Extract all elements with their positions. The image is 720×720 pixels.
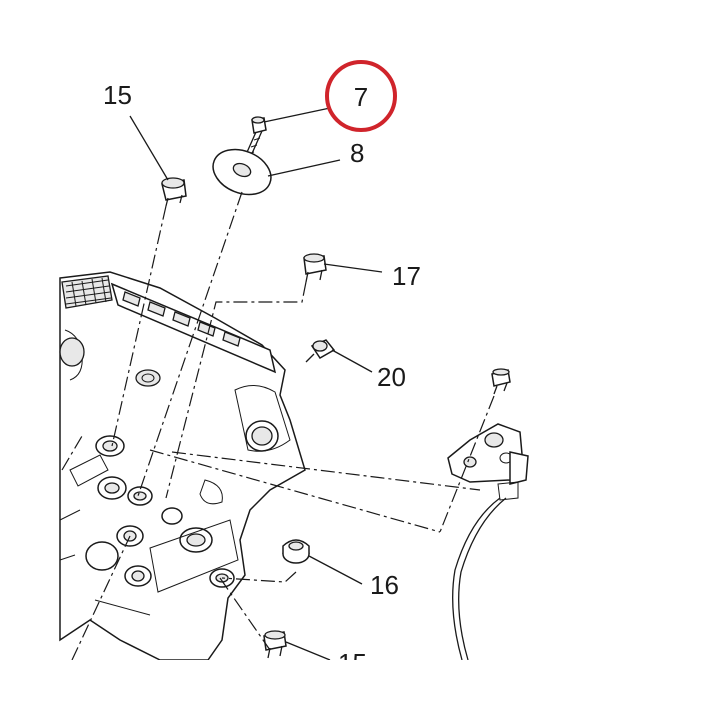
callout-20: 20 <box>377 362 406 392</box>
assembly-lines <box>61 191 495 661</box>
callout-7: 7 <box>354 82 368 112</box>
leader-lines <box>129 107 383 661</box>
bolt-15-bottom-icon <box>263 630 287 659</box>
mesh-grille <box>61 275 113 309</box>
bolt-17-icon <box>303 253 327 283</box>
callout-17: 17 <box>392 261 421 291</box>
slotted-rail <box>110 282 277 374</box>
washer-8-icon <box>212 148 272 196</box>
sensor-bracket-assembly <box>447 368 529 661</box>
callout-16: 16 <box>370 570 399 600</box>
callout-15-top: 15 <box>103 80 132 110</box>
callout-8: 8 <box>350 138 364 168</box>
clip-20-icon <box>305 339 336 363</box>
mounting-bosses <box>85 435 235 588</box>
bolt-15-top-icon <box>161 177 187 207</box>
main-bracket-body <box>59 271 306 661</box>
bottom-crop-mask <box>0 660 720 720</box>
grommet-16-icon <box>282 539 310 564</box>
highlight-circle <box>325 60 397 132</box>
